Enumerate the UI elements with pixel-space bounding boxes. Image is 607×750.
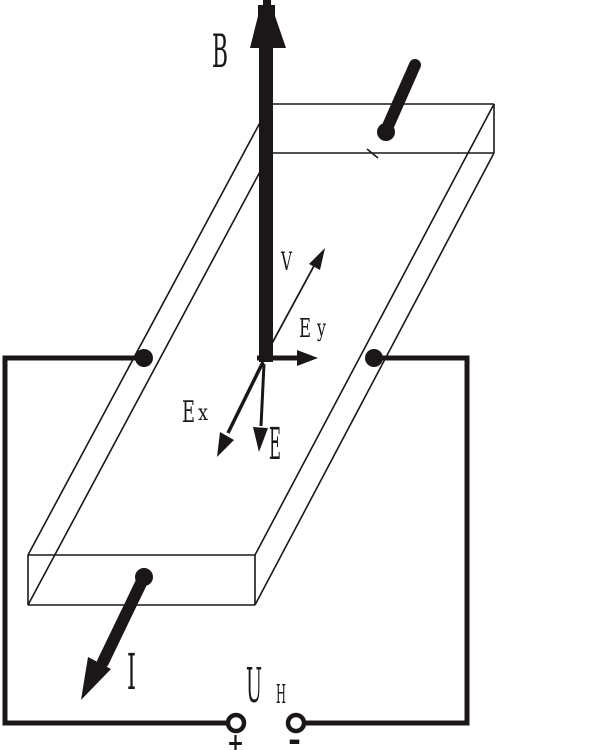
ex-label-base: E <box>182 395 195 430</box>
circuit-wire-right <box>306 355 470 726</box>
e-arrowhead <box>253 427 268 452</box>
e-label: E <box>269 419 281 470</box>
e-vector <box>253 363 268 452</box>
e-shaft <box>259 363 266 427</box>
ex-vector <box>217 361 265 457</box>
hall-voltage-label-sub: H <box>276 680 286 710</box>
plus-label: + <box>227 728 244 750</box>
current-label: I <box>127 643 136 701</box>
slab-edge-long-bottomleft <box>27 152 271 606</box>
current-out-arrowhead <box>81 657 111 700</box>
ex-shaft <box>226 361 265 434</box>
ey-arrowhead <box>297 350 318 366</box>
ey-label-base: E <box>299 314 311 344</box>
velocity-label: V <box>280 247 292 276</box>
current-in-arrow <box>366 59 421 159</box>
velocity-vector <box>262 248 325 361</box>
velocity-arrowhead <box>309 248 325 270</box>
slab-edge-long-bottomright <box>254 152 495 606</box>
velocity-shaft <box>262 263 316 361</box>
entry-tick <box>366 148 379 159</box>
b-field-arrowhead <box>250 0 286 48</box>
b-field-arrow <box>250 0 286 362</box>
ex-label-sub: x <box>198 401 208 426</box>
circuit-wire-left <box>2 355 226 726</box>
right-contact-dot <box>365 349 383 367</box>
ey-label-sub: y <box>316 314 326 342</box>
minus-label: - <box>288 720 301 750</box>
ex-arrowhead <box>217 432 234 457</box>
slab-edge-long-topleft <box>27 103 271 556</box>
current-in-tip <box>377 123 395 141</box>
b-field-label: B <box>212 24 228 78</box>
current-out-shaft <box>97 571 150 668</box>
ey-vector <box>257 350 318 366</box>
left-contact-dot <box>135 349 153 367</box>
current-in-shaft <box>382 59 421 132</box>
terminal-negative <box>285 712 307 734</box>
slab-edge-long-topright <box>254 103 495 556</box>
terminal-positive <box>225 712 247 734</box>
hall-slab <box>27 103 495 606</box>
b-field-arrow-shaft <box>259 46 273 362</box>
hall-voltage-label-base: U <box>246 658 262 714</box>
current-out-arrow <box>81 568 153 700</box>
